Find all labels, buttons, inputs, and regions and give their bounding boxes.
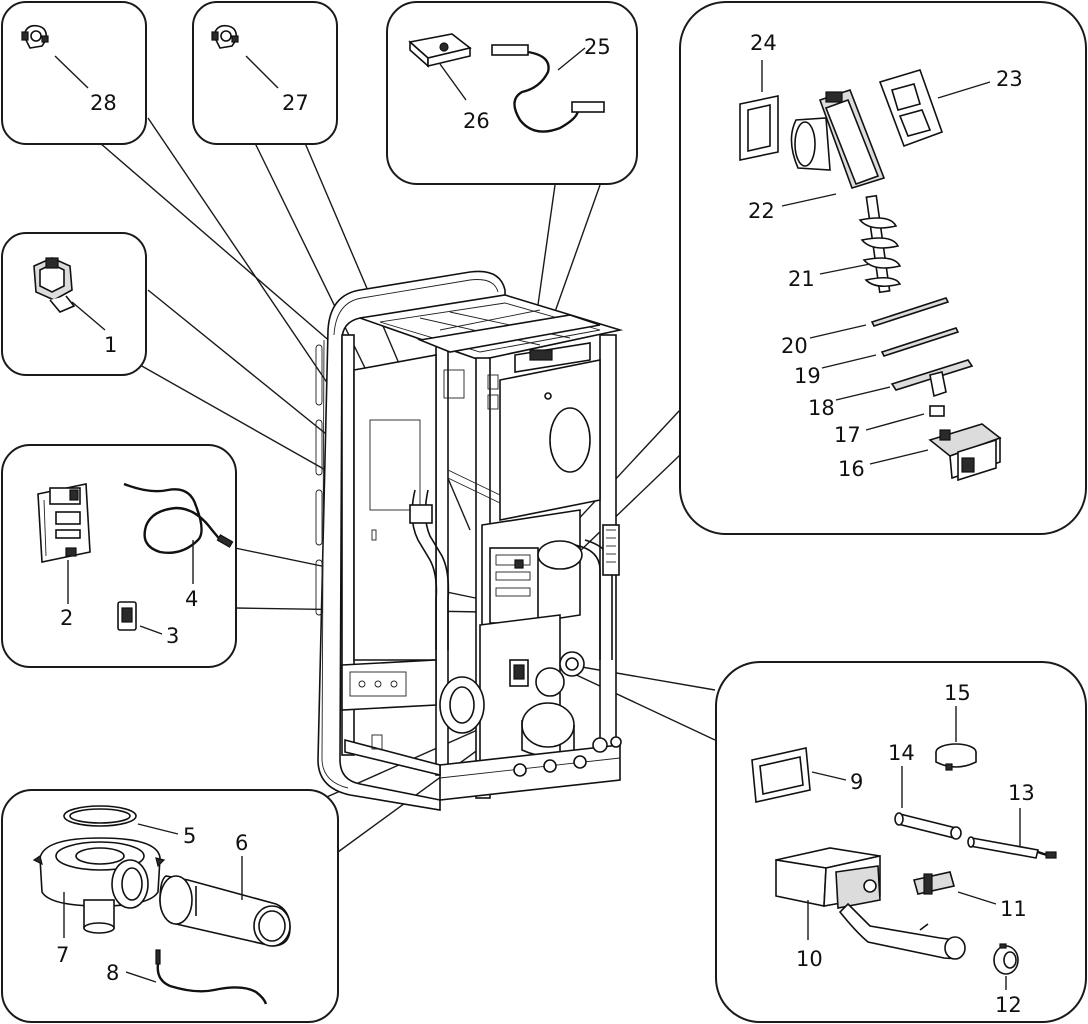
- part-label-1: 1: [104, 333, 117, 357]
- part-label-28: 28: [90, 91, 117, 115]
- callout-1: 1: [1, 232, 147, 376]
- part-label-4: 4: [185, 587, 198, 611]
- part-label-21: 21: [788, 267, 815, 291]
- part-label-27: 27: [282, 91, 309, 115]
- ribbon-cable-icon: [491, 44, 605, 133]
- pipe-clamp-27-icon: [211, 24, 239, 49]
- part-label-15: 15: [944, 681, 971, 705]
- thermostat-clip-icon: [33, 257, 76, 313]
- part-label-6: 6: [235, 831, 248, 855]
- part-label-11: 11: [1000, 897, 1027, 921]
- igniter-cartridge-icon: [894, 812, 962, 840]
- part-label-24: 24: [750, 31, 777, 55]
- display-panel-icon: [408, 33, 472, 68]
- part-label-23: 23: [996, 67, 1023, 91]
- scraper-blade-20-icon: [870, 297, 950, 327]
- callout-2-3-4: 2 4 3: [1, 444, 237, 668]
- part-label-22: 22: [748, 199, 775, 223]
- leader-lines: [99, 117, 716, 853]
- pipe-clamp-28-icon: [21, 24, 49, 49]
- fan-housing-icon: [32, 837, 166, 934]
- bracket-handle-icon: [878, 69, 944, 148]
- part-label-7: 7: [56, 943, 69, 967]
- part-label-10: 10: [796, 947, 823, 971]
- stove-assembly: [315, 270, 624, 811]
- part-label-9: 9: [850, 770, 863, 794]
- callout-5-6-7-8: 5 7 6 8: [1, 789, 339, 1023]
- temperature-probe-icon: [123, 482, 234, 554]
- part-label-25: 25: [584, 35, 611, 59]
- part-label-16: 16: [838, 457, 865, 481]
- gear-motor-icon: [928, 423, 1002, 482]
- callout-9-15: 9 15 14 13 11: [715, 661, 1087, 1023]
- callout-28: 28: [1, 1, 147, 145]
- inspection-gasket-icon: [751, 747, 811, 803]
- callout-16-24: 24 23 22 21: [679, 1, 1087, 535]
- part-label-8: 8: [106, 961, 119, 985]
- part-label-20: 20: [781, 334, 808, 358]
- callout-25-26: 26 25: [386, 1, 638, 185]
- auger-screw-icon: [858, 194, 902, 294]
- burn-pot-icon: [775, 847, 966, 960]
- control-board-icon: [37, 483, 91, 563]
- burn-pot-plate-icon: [890, 359, 974, 398]
- rocker-switch-icon: [117, 601, 137, 631]
- gasket-ring-icon: [63, 805, 137, 827]
- part-label-26: 26: [463, 109, 490, 133]
- bushing-icon: [929, 405, 945, 417]
- part-label-14: 14: [888, 741, 915, 765]
- callout-27: 27: [192, 1, 338, 145]
- exhaust-pipe-icon: [159, 875, 291, 947]
- part-label-12: 12: [995, 993, 1022, 1017]
- scraper-blade-19-icon: [880, 327, 960, 357]
- part-label-18: 18: [808, 396, 835, 420]
- part-label-2: 2: [60, 606, 73, 630]
- auger-housing-icon: [790, 88, 886, 189]
- pressure-switch-icon: [935, 743, 977, 771]
- igniter-bracket-icon: [912, 871, 956, 895]
- part-label-19: 19: [794, 364, 821, 388]
- grommet-nut-icon: [993, 943, 1019, 975]
- part-label-3: 3: [166, 624, 179, 648]
- part-label-13: 13: [1008, 781, 1035, 805]
- heating-element-icon: [967, 836, 1057, 859]
- hopper-gasket-icon: [739, 95, 779, 161]
- sensor-wire-icon: [155, 949, 268, 1005]
- part-label-5: 5: [183, 824, 196, 848]
- part-label-17: 17: [834, 423, 861, 447]
